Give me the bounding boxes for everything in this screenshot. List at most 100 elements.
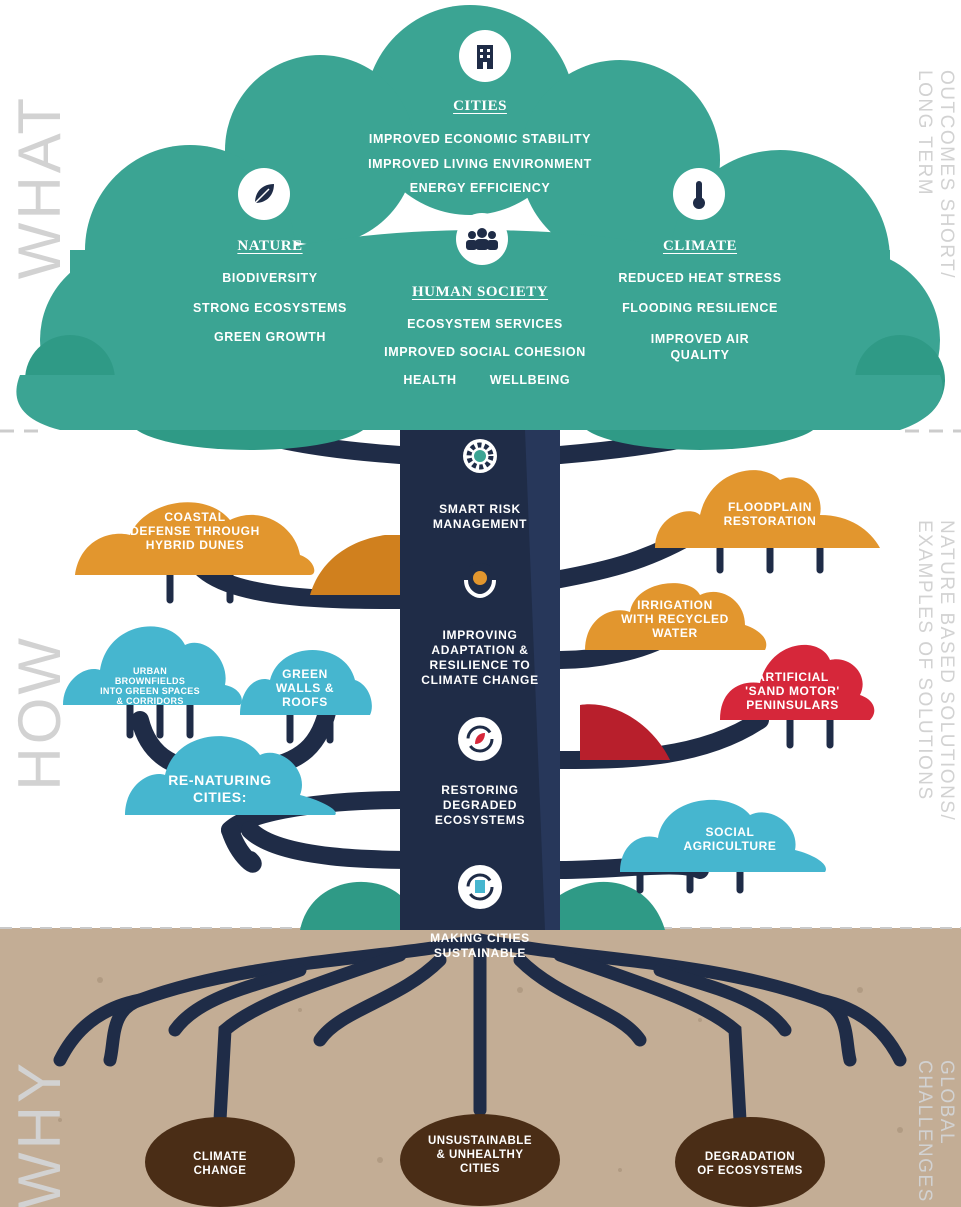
leaf-icon <box>238 168 290 220</box>
challenge-climate-change: CLIMATE CHANGE <box>160 1150 280 1178</box>
nature-item-3: GREEN GROWTH <box>213 330 327 344</box>
cloud-sand-motor-line1: ARTIFICIAL <box>756 670 829 684</box>
cloud-sand-motor-line2: 'SAND MOTOR' <box>745 684 840 698</box>
cloud-sand-motor: ARTIFICIAL'SAND MOTOR'PENINSULARS <box>720 670 865 712</box>
cities-item-3: ENERGY EFFICIENCY <box>409 181 551 195</box>
side-label-outcomes-1: OUTCOMES SHORT/ <box>936 70 957 279</box>
side-label-outcomes-2: LONG TERM <box>914 70 935 197</box>
tree-roots <box>53 933 907 1127</box>
building-icon <box>459 30 511 82</box>
challenge-climate-line1: CLIMATE <box>193 1151 247 1163</box>
cloud-sand-motor-line3: PENINSULARS <box>746 698 839 712</box>
cloud-coastal-line3: HYBRID DUNES <box>145 538 245 552</box>
hands-holding-icon <box>458 560 502 604</box>
cloud-coastal-line1: COASTAL <box>164 510 226 524</box>
root-challenge-ovals <box>145 1114 825 1207</box>
section-label-why: WHY <box>6 1060 73 1207</box>
canopy <box>16 5 945 450</box>
nature-heading-wrap: NATURE <box>170 237 370 255</box>
human-society-heading: HUMAN SOCIETY <box>411 284 549 300</box>
cloud-social-agri-line1: SOCIAL <box>705 825 755 839</box>
cloud-green-walls-line1: GREEN <box>282 667 328 681</box>
bush-left <box>300 881 400 930</box>
trunk-label-2-line1: IMPROVING <box>442 628 518 642</box>
side-label-solutions: NATURE BASED SOLUTIONS/EXAMPLES OF SOLUT… <box>913 520 957 821</box>
cloud-coastal-line2: DEFENSE THROUGH <box>130 524 260 538</box>
blue-solution-clouds <box>63 626 826 872</box>
section-label-how: HOW <box>6 635 73 791</box>
nature-item-2: STRONG ECOSYSTEMS <box>193 301 347 315</box>
challenge-unsustainable-cities: UNSUSTAINABLE & UNHEALTHY CITIES <box>415 1134 545 1176</box>
challenge-cities-line2: & UNHEALTHY <box>436 1149 524 1161</box>
thermometer-icon <box>673 168 725 220</box>
trunk-label-4-line1: MAKING CITIES <box>430 931 530 945</box>
side-label-solutions-2: EXAMPLES OF SOLUTIONS <box>914 520 935 801</box>
human-society-item-2: IMPROVED SOCIAL COHESION <box>384 345 586 359</box>
gear-icon <box>458 434 502 478</box>
climate-heading: CLIMATE <box>662 238 738 254</box>
cloud-floodplain-line1: FLOODPLAIN <box>728 500 812 514</box>
challenge-degradation-line1: DEGRADATION <box>704 1151 796 1163</box>
cloud-re-naturing-line2: CITIES: <box>193 789 247 805</box>
trunk-shadow <box>525 430 560 930</box>
cloud-irrigation-line2: WITH RECYCLED <box>621 612 729 626</box>
trunk-label-3-line3: ECOSYSTEMS <box>434 813 526 827</box>
cloud-green-walls-line2: WALLS & ROOFS <box>275 681 335 709</box>
challenge-degradation-line2: OF ECOSYSTEMS <box>697 1165 803 1177</box>
climate-item-2: FLOODING RESILIENCE <box>622 301 778 315</box>
cities-item-1: IMPROVED ECONOMIC STABILITY <box>368 132 592 146</box>
challenge-cities-line1: UNSUSTAINABLE <box>427 1135 533 1147</box>
trunk-label-2-line4: CLIMATE CHANGE <box>421 673 539 687</box>
cloud-urban-line2: BROWNFIELDS <box>114 676 186 686</box>
human-society-item-4: WELLBEING <box>489 373 571 387</box>
nature-item-1: BIODIVERSITY <box>222 271 318 285</box>
nature-heading: NATURE <box>237 238 303 254</box>
human-society-heading-wrap: HUMAN SOCIETY <box>380 283 580 301</box>
side-label-challenges-2: CHALLENGES <box>914 1060 935 1203</box>
trunk-label-3-line1: RESTORING <box>441 783 519 797</box>
cloud-irrigation-line3: WATER <box>652 626 698 640</box>
side-label-solutions-1: NATURE BASED SOLUTIONS/ <box>936 520 957 822</box>
trunk-label-2-line3: RESILIENCE TO <box>429 658 531 672</box>
cities-heading: CITIES <box>453 98 507 114</box>
trunk-label-1-line1: SMART RISK <box>439 502 521 516</box>
cloud-urban-line1: URBAN <box>133 666 167 676</box>
side-label-challenges-1: GLOBAL <box>936 1060 957 1146</box>
bush-right <box>560 881 665 930</box>
trunk-label-4-line2: SUSTAINABLE <box>433 946 527 960</box>
people-group-icon <box>456 213 508 265</box>
section-label-what: WHAT <box>6 95 73 280</box>
challenge-climate-line2: CHANGE <box>193 1165 247 1177</box>
red-solution-clouds <box>580 644 875 760</box>
trunk-label-2-line2: ADAPTATION & <box>431 643 529 657</box>
cloud-re-naturing-line1: RE-NATURING <box>168 772 272 788</box>
document-cycle-icon <box>458 865 502 909</box>
recycle-leaf-icon <box>458 717 502 761</box>
cloud-urban-line3: INTO GREEN SPACES <box>100 686 200 696</box>
cloud-social-agri-line2: AGRICULTURE <box>683 839 777 853</box>
side-label-outcomes: OUTCOMES SHORT/LONG TERM <box>913 70 957 279</box>
cloud-urban-line4: & CORRIDORS <box>116 696 184 706</box>
trunk-label-1-line2: MANAGEMENT <box>432 517 528 531</box>
climate-heading-wrap: CLIMATE <box>600 237 800 255</box>
orange-solution-clouds <box>75 470 880 650</box>
cloud-irrigation-line1: IRRIGATION <box>637 598 713 612</box>
trunk-label-3-line2: DEGRADED <box>442 798 518 812</box>
cities-heading-wrap: CITIES <box>340 97 620 115</box>
challenge-degradation: DEGRADATION OF ECOSYSTEMS <box>680 1150 820 1178</box>
human-society-item-1: ECOSYSTEM SERVICES <box>407 317 563 331</box>
soil-specks <box>58 977 903 1172</box>
cloud-floodplain-line2: RESTORATION <box>723 514 817 528</box>
climate-item-3: IMPROVED AIR QUALITY <box>650 332 750 362</box>
challenge-cities-line3: CITIES <box>459 1163 501 1175</box>
climate-item-1: REDUCED HEAT STRESS <box>618 271 782 285</box>
